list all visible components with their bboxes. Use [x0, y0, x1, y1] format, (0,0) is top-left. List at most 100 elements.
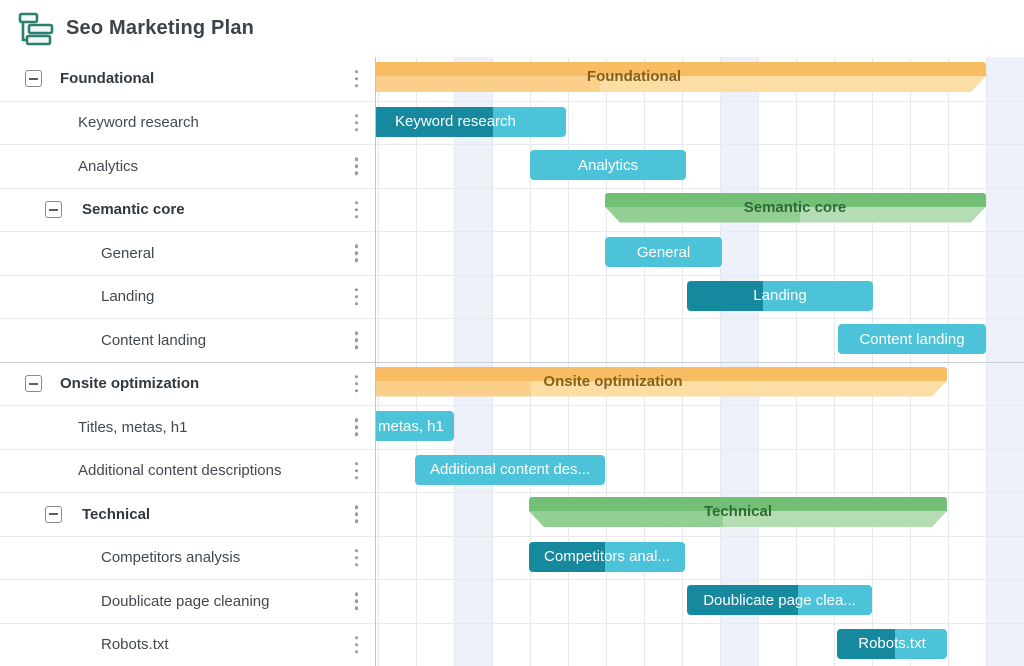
kebab-menu-icon[interactable]	[352, 372, 362, 396]
grid-vline	[796, 57, 797, 666]
task-row-doublicate-page-cleaning[interactable]: Doublicate page cleaning	[0, 579, 375, 623]
task-bar-label: metas, h1	[378, 417, 444, 435]
grid-vline	[872, 57, 873, 666]
grid-hline	[376, 188, 1024, 189]
kebab-menu-icon[interactable]	[352, 285, 362, 309]
gantt-task-bar[interactable]: Robots.txt	[837, 628, 947, 659]
grid-hline	[376, 405, 1024, 406]
gantt-summary-bar[interactable]: Technical	[529, 497, 947, 527]
kebab-menu-icon[interactable]	[352, 67, 362, 91]
grid-vline	[758, 57, 759, 666]
kebab-menu-icon[interactable]	[352, 416, 362, 440]
gantt-task-bar[interactable]: General	[605, 237, 722, 267]
kebab-menu-icon[interactable]	[352, 459, 362, 483]
task-row-content-landing[interactable]: Content landing	[0, 318, 375, 362]
gantt-task-bar[interactable]: Content landing	[838, 324, 986, 354]
summary-bar-top	[605, 192, 986, 207]
grid-vline	[948, 57, 949, 666]
task-row-technical[interactable]: Technical	[0, 492, 375, 536]
task-row-titles-metas-h1[interactable]: Titles, metas, h1	[0, 405, 375, 449]
summary-progress-fill	[605, 207, 800, 223]
grid-vline	[720, 57, 721, 666]
task-row-keyword-research[interactable]: Keyword research	[0, 100, 375, 144]
task-row-landing[interactable]: Landing	[0, 274, 375, 318]
collapse-minus-icon[interactable]	[25, 375, 42, 393]
grid-hline	[376, 492, 1024, 493]
grid-vline	[568, 57, 569, 666]
grid-hline	[376, 144, 1024, 145]
grid-hline	[376, 318, 1024, 319]
task-row-foundational[interactable]: Foundational	[0, 57, 375, 101]
grid-hline	[376, 449, 1024, 450]
task-bar-label: Keyword research	[395, 113, 516, 130]
task-row-analytics[interactable]: Analytics	[0, 144, 375, 188]
summary-progress-fill	[376, 76, 600, 92]
grid-hline	[376, 536, 1024, 537]
gantt-task-bar[interactable]: Doublicate page clea...	[687, 585, 872, 615]
task-row-onsite-optimization[interactable]: Onsite optimization	[0, 361, 375, 405]
gantt-task-bar[interactable]: metas, h1	[376, 411, 454, 441]
weekend-column-shade	[986, 57, 1024, 666]
gantt-summary-bar[interactable]: Foundational	[376, 62, 986, 92]
collapse-minus-icon[interactable]	[45, 201, 62, 219]
task-row-label: Robots.txt	[101, 636, 169, 654]
grid-vline	[910, 57, 911, 666]
task-bar-label: Doublicate page clea...	[703, 591, 856, 609]
grid-hline	[376, 231, 1024, 232]
collapse-minus-icon[interactable]	[45, 505, 62, 523]
task-row-additional-content-descriptions[interactable]: Additional content descriptions	[0, 448, 375, 492]
gantt-task-bar[interactable]: Keyword research	[376, 106, 566, 137]
task-bar-label: Landing	[753, 287, 807, 304]
task-row-label: Foundational	[60, 70, 155, 88]
kebab-menu-icon[interactable]	[352, 503, 362, 527]
summary-bar-bottom	[529, 511, 947, 527]
task-progress-fill	[687, 585, 798, 615]
task-row-competitors-analysis[interactable]: Competitors analysis	[0, 535, 375, 579]
summary-bar-label: Onsite optimization	[543, 372, 683, 390]
grid-vline	[378, 57, 379, 666]
app-header: Seo Marketing Plan	[0, 0, 1024, 58]
grid-hline	[376, 101, 1024, 102]
collapse-minus-icon[interactable]	[25, 70, 42, 88]
grid-vline	[834, 57, 835, 666]
task-row-label: Content landing	[101, 331, 207, 349]
gantt-task-bar[interactable]: Analytics	[530, 150, 686, 180]
task-progress-fill	[687, 280, 763, 311]
gantt-task-bar[interactable]: Additional content des...	[415, 454, 605, 485]
grid-hline	[376, 362, 1024, 363]
grid-vline	[986, 57, 987, 666]
weekend-column-shade	[454, 57, 492, 666]
kebab-menu-icon[interactable]	[352, 155, 362, 179]
kebab-menu-icon[interactable]	[352, 590, 362, 614]
task-bar-label: Analytics	[577, 156, 639, 174]
page-title: Seo Marketing Plan	[66, 17, 255, 39]
grid-hline	[376, 579, 1024, 580]
gantt-summary-bar[interactable]: Semantic core	[605, 192, 986, 223]
kebab-menu-icon[interactable]	[352, 242, 362, 266]
task-progress-fill	[529, 541, 605, 572]
gantt-summary-bar[interactable]: Onsite optimization	[376, 366, 947, 397]
gantt-task-bar[interactable]: Competitors anal...	[529, 541, 685, 572]
grid-vline	[682, 57, 683, 666]
task-row-label: Competitors analysis	[101, 549, 241, 567]
summary-bar-label: Technical	[703, 503, 773, 520]
kebab-menu-icon[interactable]	[352, 329, 362, 353]
gantt-task-bar[interactable]: Landing	[687, 280, 873, 311]
task-row-label: Keyword research	[78, 114, 199, 132]
kebab-menu-icon[interactable]	[352, 198, 362, 222]
grid-hline	[376, 275, 1024, 276]
task-row-label: Analytics	[78, 157, 139, 175]
summary-bar-top	[529, 497, 947, 511]
task-row-semantic-core[interactable]: Semantic core	[0, 187, 375, 231]
task-row-label: Semantic core	[82, 201, 185, 219]
weekend-column-shade	[720, 57, 758, 666]
task-row-label: Titles, metas, h1	[78, 418, 188, 436]
summary-bar-label: Foundational	[586, 68, 682, 85]
task-row-robots-txt[interactable]: Robots.txt	[0, 622, 375, 666]
kebab-menu-icon[interactable]	[352, 546, 362, 570]
kebab-menu-icon[interactable]	[352, 111, 362, 135]
kebab-menu-icon[interactable]	[352, 633, 362, 657]
summary-bar-label: Semantic core	[743, 198, 847, 216]
task-row-general[interactable]: General	[0, 231, 375, 275]
